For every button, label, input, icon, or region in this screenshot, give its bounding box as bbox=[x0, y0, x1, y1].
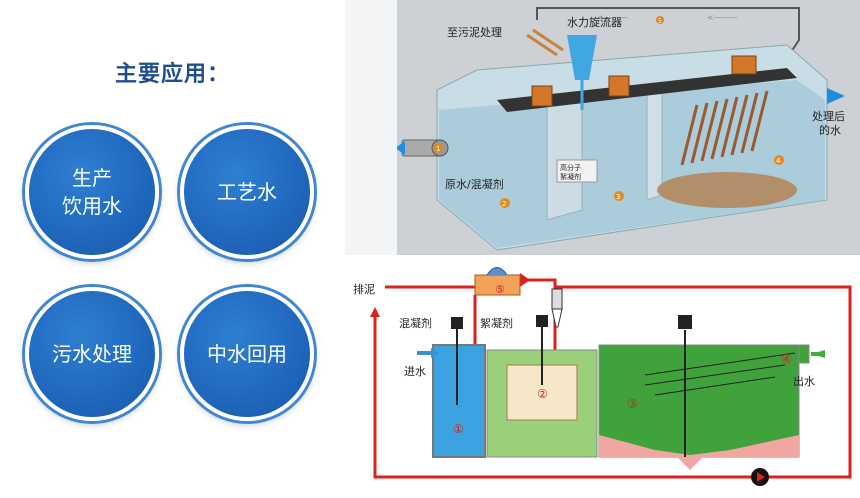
label-1-top: 1 bbox=[436, 145, 440, 153]
svg-text:<———: <——— bbox=[597, 13, 628, 22]
svg-text:<———: <——— bbox=[707, 13, 738, 22]
flocculant-label: 絮凝剂 bbox=[480, 316, 513, 330]
process-diagrams: <——— <——— 5 bbox=[345, 0, 860, 498]
applications-heading: 主要应用： bbox=[114, 62, 230, 87]
raw-water-label: 原水/混凝剂 bbox=[445, 177, 504, 191]
label-3-top: 3 bbox=[616, 193, 620, 201]
outlet-label: 出水 bbox=[793, 374, 815, 388]
num-1: ① bbox=[453, 422, 464, 436]
num-4: ④ bbox=[781, 352, 792, 366]
applications-panel: 主要应用： 生产饮用水 工艺水 污水处理 中水回用 bbox=[0, 0, 345, 498]
label-4-top: 4 bbox=[776, 157, 781, 165]
num-5: ⑤ bbox=[495, 283, 505, 296]
polymer-label-2: 絮凝剂 bbox=[560, 172, 581, 181]
hydrocyclone-label: 水力旋流器 bbox=[567, 15, 622, 29]
treated-water-label-2: 的水 bbox=[819, 123, 841, 137]
to-sludge-label: 至污泥处理 bbox=[447, 26, 502, 39]
sludge-out-label: 排泥 bbox=[353, 282, 375, 296]
app-drinking-water-line2: 饮用水 bbox=[62, 194, 122, 218]
app-process-water-label: 工艺水 bbox=[217, 180, 277, 204]
app-drinking-water[interactable]: 生产饮用水 bbox=[25, 125, 159, 259]
app-wastewater[interactable]: 污水处理 bbox=[25, 287, 159, 421]
clarifier-3d-illustration: <——— <——— 5 bbox=[395, 0, 860, 255]
label-5-top: 5 bbox=[658, 18, 662, 25]
num-3: ③ bbox=[627, 397, 638, 411]
app-drinking-water-line1: 生产 bbox=[72, 166, 112, 190]
treated-water-label-1: 处理后 bbox=[812, 110, 845, 123]
label-2-top: 2 bbox=[502, 200, 506, 208]
app-process-water[interactable]: 工艺水 bbox=[180, 125, 314, 259]
polymer-label-1: 高分子 bbox=[560, 163, 581, 172]
inlet-label: 进水 bbox=[404, 365, 426, 378]
app-reclaimed-water[interactable]: 中水回用 bbox=[180, 287, 314, 421]
num-2: ② bbox=[537, 387, 548, 401]
app-wastewater-label: 污水处理 bbox=[52, 342, 132, 366]
app-reclaimed-water-label: 中水回用 bbox=[207, 342, 287, 366]
process-schematic: 排泥 混凝剂 絮凝剂 进水 出水 ① ② ③ ④ ⑤ bbox=[345, 255, 860, 498]
coagulant-label: 混凝剂 bbox=[399, 316, 432, 330]
